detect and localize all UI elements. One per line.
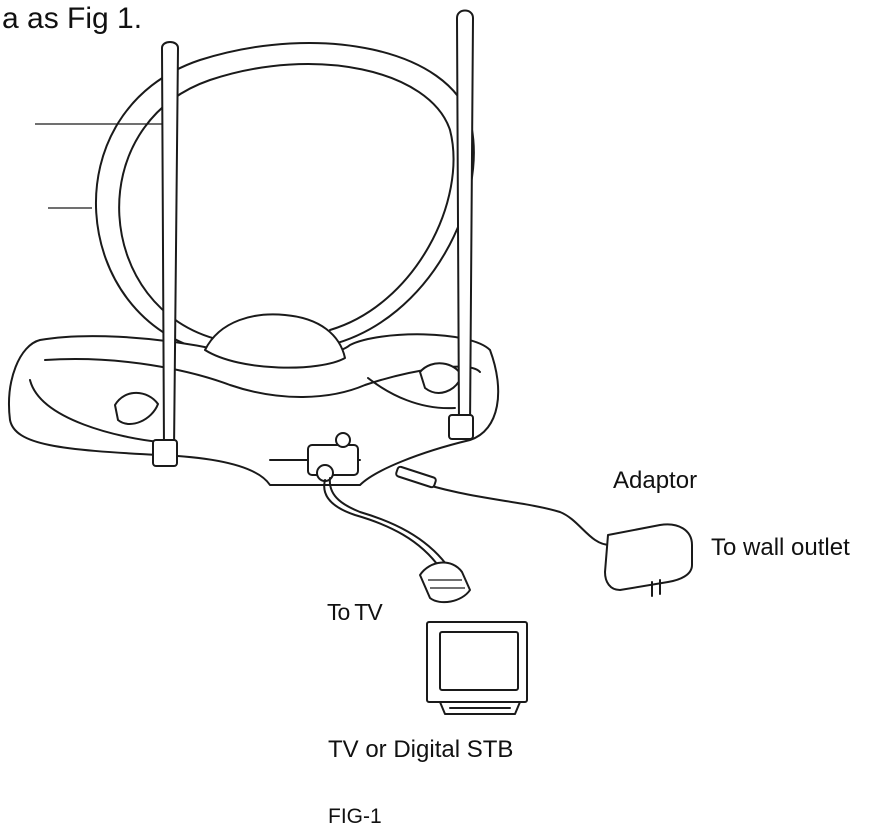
- tv-monitor-icon: [426, 621, 528, 715]
- antenna-base: [8, 313, 500, 486]
- figure-caption: FIG-1: [328, 805, 382, 828]
- telescopic-rods: [152, 9, 474, 467]
- wall-outlet-label: To wall outlet: [711, 534, 850, 561]
- heading-text: a as Fig 1.: [2, 2, 143, 35]
- power-adaptor-icon: [604, 523, 693, 597]
- adaptor-label: Adaptor: [613, 467, 698, 494]
- power-cable: [395, 465, 611, 546]
- loop-antenna: [94, 41, 475, 353]
- tv-stb-label: TV or Digital STB: [328, 736, 514, 763]
- coax-connector-icon: [419, 561, 471, 604]
- callout-lines: [35, 123, 170, 209]
- to-tv-label: To TV: [327, 599, 383, 625]
- coax-cable: [323, 477, 447, 569]
